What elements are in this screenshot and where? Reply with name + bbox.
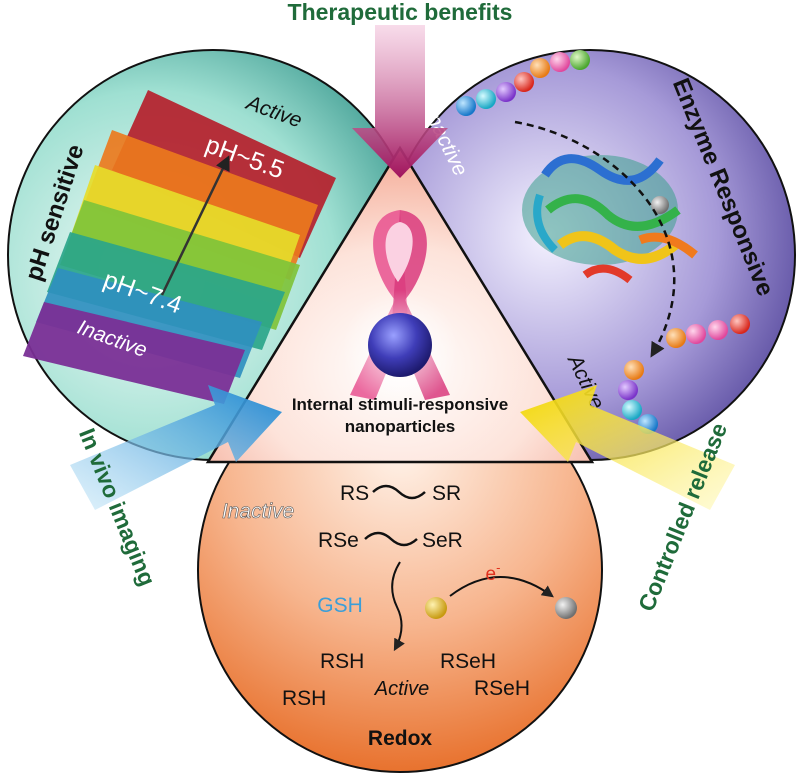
nanoparticle-sphere xyxy=(368,313,432,377)
redox-rsh-2: RSH xyxy=(282,687,326,710)
redox-rsh-1: RSH xyxy=(320,650,364,673)
redox-rse-left: RSe xyxy=(318,529,359,552)
redox-rseh-1: RSeH xyxy=(440,650,496,673)
therapeutic-arrow xyxy=(352,25,448,178)
redox-gsh-label: GSH xyxy=(317,594,363,617)
center-label-line2: nanoparticles xyxy=(345,417,456,436)
enzyme-product-chain-upper xyxy=(666,314,750,348)
redox-rse-right: SeR xyxy=(422,529,463,552)
redox-rs-right: SR xyxy=(432,482,461,505)
enzyme-arrow xyxy=(514,120,676,358)
release-arrow xyxy=(520,385,735,510)
redox-electron-arrow xyxy=(449,576,554,598)
enzyme-protein-structure xyxy=(522,154,698,284)
redox-active-label: Active xyxy=(374,678,429,700)
redox-acceptor-sphere xyxy=(555,597,577,619)
redox-inactive-label: Inactive xyxy=(222,500,294,523)
redox-electron-label: e- xyxy=(486,560,501,585)
redox-disulfide-bond xyxy=(372,484,426,500)
enzyme-product-chain-lower xyxy=(618,360,658,434)
center-label-line1: Internal stimuli-responsive xyxy=(292,395,508,414)
redox-donor-sphere xyxy=(425,597,447,619)
redox-reduction-arrow xyxy=(391,561,405,652)
redox-diselenide-bond xyxy=(364,531,418,547)
enzyme-substrate-chain xyxy=(456,50,590,116)
therapeutic-benefits-label: Therapeutic benefits xyxy=(288,0,513,25)
redox-title: Redox xyxy=(368,727,433,750)
ph-bands xyxy=(23,90,336,404)
redox-rs-left: RS xyxy=(340,482,369,505)
imaging-arrow xyxy=(70,385,282,510)
redox-rseh-2: RSeH xyxy=(474,677,530,700)
